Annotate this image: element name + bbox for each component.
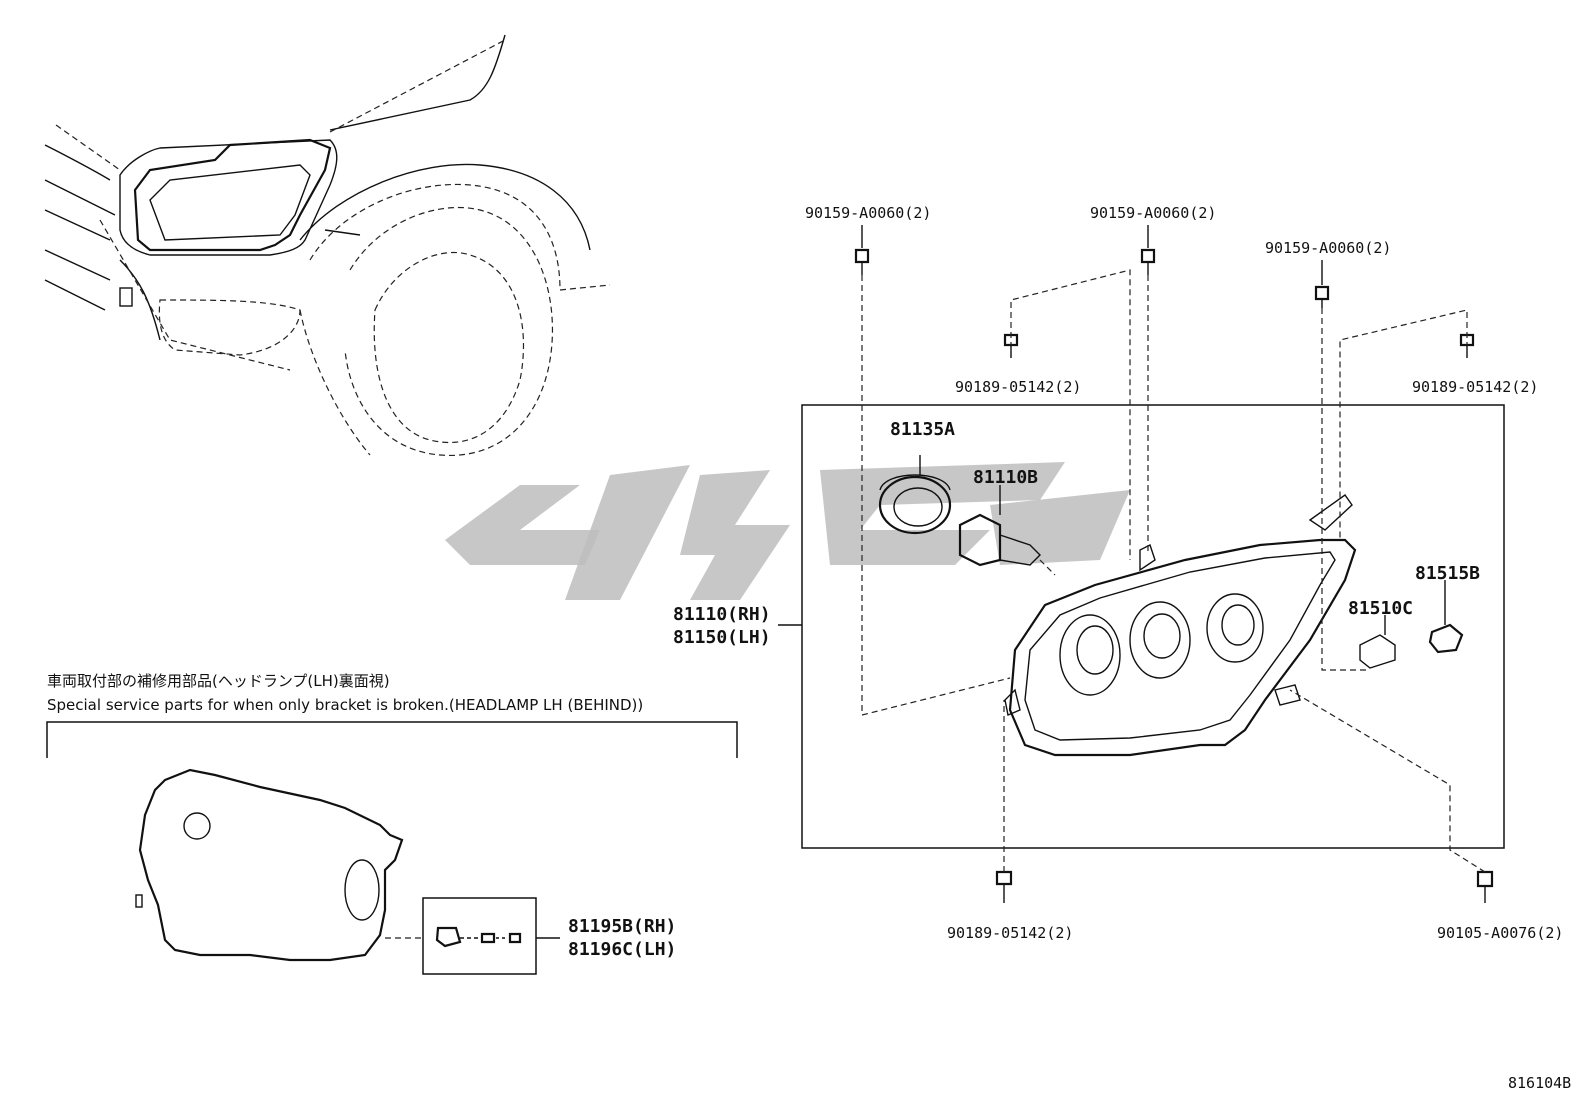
bolt-top-mid-icon [1140, 225, 1156, 275]
lens-right [1206, 593, 1264, 663]
socket-cover-81135A [878, 455, 952, 535]
bolt-top-right-icon [1314, 260, 1330, 308]
label-side-bulb: 81510C [1348, 598, 1413, 619]
screw-bottom-right-icon [1476, 870, 1494, 903]
back-bulb-hole-icon [183, 812, 211, 840]
bracket-icon [435, 926, 522, 948]
label-clip-bottom: 90189-05142(2) [947, 924, 1073, 942]
label-bolt-top-right: 90159-A0060(2) [1265, 239, 1391, 257]
halogen-bulb-81110B [958, 485, 1056, 576]
note-english: Special service parts for when only brac… [47, 696, 643, 714]
label-headlamp-lh: 81150(LH) [673, 627, 771, 648]
lens-center [1129, 601, 1191, 679]
label-clip-mid-left: 90189-05142(2) [955, 378, 1081, 396]
label-clip-mid-right: 90189-05142(2) [1412, 378, 1538, 396]
headlamp-back-view [135, 768, 404, 962]
label-headlamp-rh: 81110(RH) [673, 604, 771, 625]
label-screw-bottom-right: 90105-A0076(2) [1437, 924, 1563, 942]
diagram-id: 816104B [1508, 1074, 1571, 1092]
label-halogen-bulb: 81110B [973, 467, 1038, 488]
lens-left [1059, 614, 1121, 696]
side-bulb-81510C [1359, 615, 1396, 669]
label-bolt-top-left: 90159-A0060(2) [805, 204, 931, 222]
headlamp-assembly-box [801, 404, 1505, 849]
bolt-top-left-icon [854, 225, 870, 275]
headlamp-unit [1004, 494, 1357, 757]
label-bolt-top-mid: 90159-A0060(2) [1090, 204, 1216, 222]
socket-81515B [1428, 580, 1464, 654]
back-lens-opening [344, 859, 380, 921]
watermark-logo [445, 462, 1130, 600]
note-japanese: 車両取付部の補修用部品(ヘッドランプ(LH)裏面視) [47, 672, 390, 690]
label-side-socket: 81515B [1415, 563, 1480, 584]
guide-lines [861, 269, 1486, 873]
vehicle-front-illustration [44, 34, 611, 456]
bracket-service-note: 車両取付部の補修用部品(ヘッドランプ(LH)裏面視) Special servi… [46, 672, 738, 975]
bracket-parts-box [422, 897, 537, 975]
label-bracket-lh: 81196C(LH) [568, 939, 676, 960]
label-socket-cover: 81135A [890, 419, 955, 440]
clip-bottom-icon [995, 870, 1013, 903]
label-bracket-rh: 81195B(RH) [568, 916, 676, 937]
